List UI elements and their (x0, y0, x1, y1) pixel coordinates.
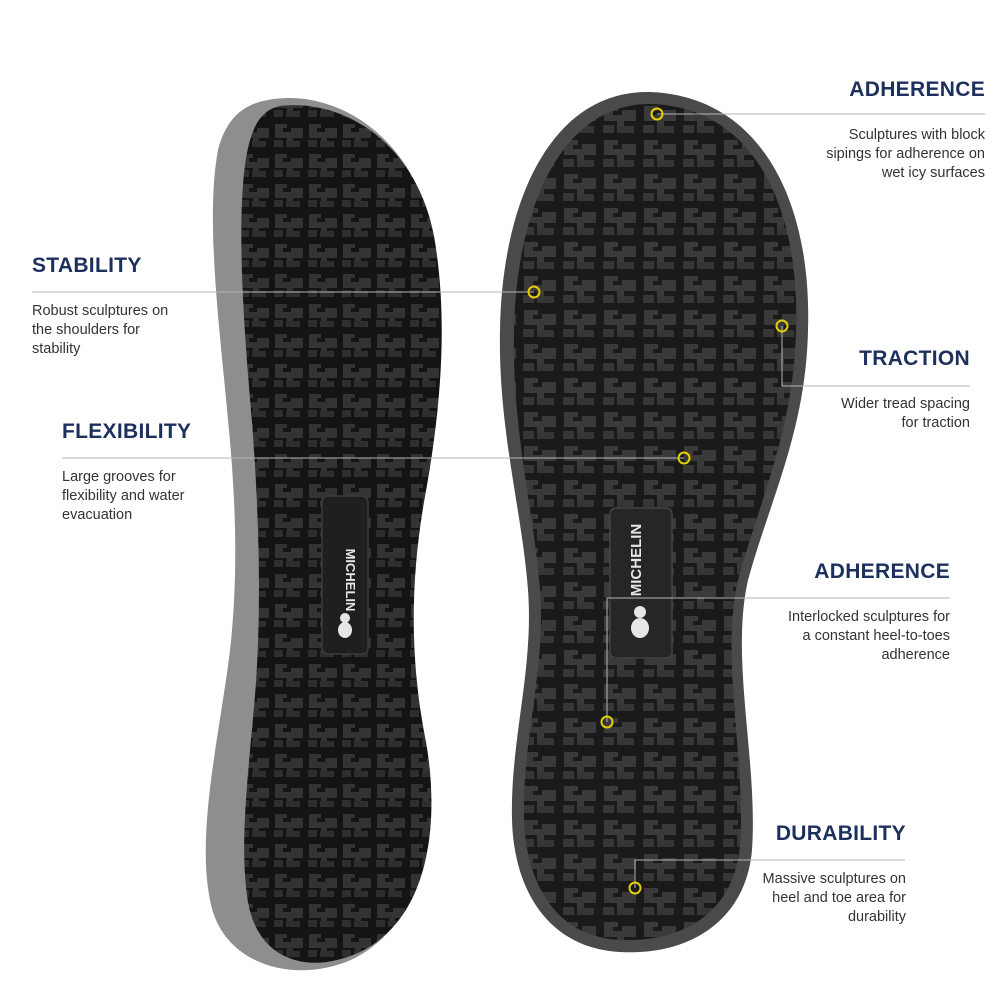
line-durability (634, 859, 905, 888)
right-bibendum-icon (631, 606, 649, 638)
callout-line: for traction (901, 415, 971, 431)
callout-line: a constant heel-to-toes (802, 628, 950, 644)
line-traction (781, 326, 970, 387)
callout-description: Sculptures with block sipings for adhere… (826, 126, 985, 183)
right-logo-panel (609, 507, 673, 659)
callout-line: Wider tread spacing (841, 396, 970, 412)
callout-line: Large grooves for (62, 469, 176, 485)
callout-line: evacuation (62, 507, 133, 523)
callout-stability: STABILITY Robust sculptures on the shoul… (32, 255, 168, 359)
marker-traction (775, 319, 789, 333)
callout-traction: TRACTION Wider tread spacing for tractio… (841, 348, 970, 433)
callout-line: heel and toe area for (772, 890, 906, 906)
callout-description: Robust sculptures on the shoulders for s… (32, 302, 168, 359)
marker-stability (527, 285, 541, 299)
callout-line: wet icy surfaces (881, 165, 985, 181)
line-adherence-mid (606, 597, 950, 722)
callout-line: Robust sculptures on (32, 303, 169, 319)
callout-markers (527, 107, 789, 895)
callout-title: TRACTION (859, 347, 970, 370)
callout-title: ADHERENCE (849, 78, 985, 101)
callout-adherence-mid: ADHERENCE Interlocked sculptures for a c… (788, 561, 950, 665)
callout-adherence-top: ADHERENCE Sculptures with block sipings … (826, 79, 985, 183)
callout-durability: DURABILITY Massive sculptures on heel an… (763, 823, 906, 927)
callout-line: adherence (881, 647, 950, 663)
right-logo-text: MICHELIN (628, 524, 645, 597)
callout-title: FLEXIBILITY (62, 420, 192, 443)
marker-flexibility (677, 451, 691, 465)
marker-durability (628, 881, 642, 895)
callout-description: Interlocked sculptures for a constant he… (788, 608, 950, 665)
callout-flexibility: FLEXIBILITY Large grooves for flexibilit… (62, 421, 191, 525)
callout-line: Sculptures with block (848, 127, 985, 143)
callout-description: Massive sculptures on heel and toe area … (763, 870, 906, 927)
left-logo-text: MICHELIN (343, 549, 358, 612)
callout-lines (32, 113, 985, 888)
left-bibendum-icon (338, 613, 352, 638)
callout-description: Large grooves for flexibility and water … (62, 468, 191, 525)
callout-title: STABILITY (32, 254, 142, 277)
callout-line: stability (32, 341, 81, 357)
callout-description: Wider tread spacing for traction (841, 395, 970, 433)
callout-line: durability (847, 909, 906, 925)
callout-line: Massive sculptures on (762, 871, 906, 887)
callout-line: sipings for adherence on (826, 146, 985, 162)
marker-adherence-mid (600, 715, 614, 729)
callout-line: the shoulders for (32, 322, 141, 338)
callout-line: flexibility and water (62, 488, 185, 504)
left-logo-panel (321, 495, 369, 655)
callout-title: DURABILITY (775, 822, 906, 845)
marker-adherence-top (650, 107, 664, 121)
callout-title: ADHERENCE (814, 560, 950, 583)
callout-line: Interlocked sculptures for (788, 609, 950, 625)
